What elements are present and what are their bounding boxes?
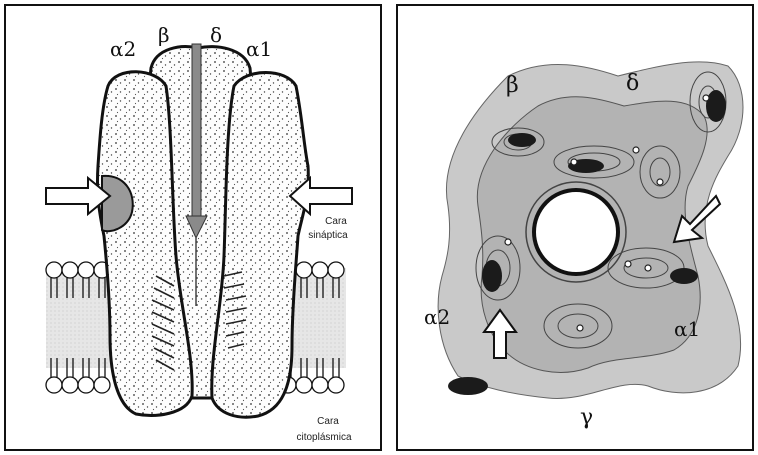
map-label-beta: β [506, 73, 519, 98]
map-label-alpha1: α1 [674, 317, 700, 341]
label-cytoplasmic-face-2: citoplásmica [296, 432, 351, 443]
receptor-body [97, 47, 308, 418]
map-label-delta: δ [626, 71, 639, 96]
label-delta: δ [210, 23, 222, 47]
label-alpha2: α2 [110, 37, 136, 61]
label-alpha1: α1 [246, 37, 272, 61]
central-pore [534, 190, 618, 274]
density-map-panel: β δ α2 α1 γ [396, 4, 754, 451]
label-beta: β [158, 23, 170, 47]
label-cytoplasmic-face-1: Cara [317, 416, 339, 427]
map-label-alpha2: α2 [424, 305, 450, 329]
receptor-schematic-svg: α2 β δ α1 Cara sináptica Cara citoplásmi… [6, 6, 382, 451]
label-synaptic-face-1: Cara [325, 216, 347, 227]
density-map-svg: β δ α2 α1 γ [398, 6, 754, 451]
map-label-gamma: γ [580, 405, 593, 430]
label-synaptic-face-2: sináptica [308, 230, 348, 241]
receptor-schematic-panel: α2 β δ α1 Cara sináptica Cara citoplásmi… [4, 4, 382, 451]
